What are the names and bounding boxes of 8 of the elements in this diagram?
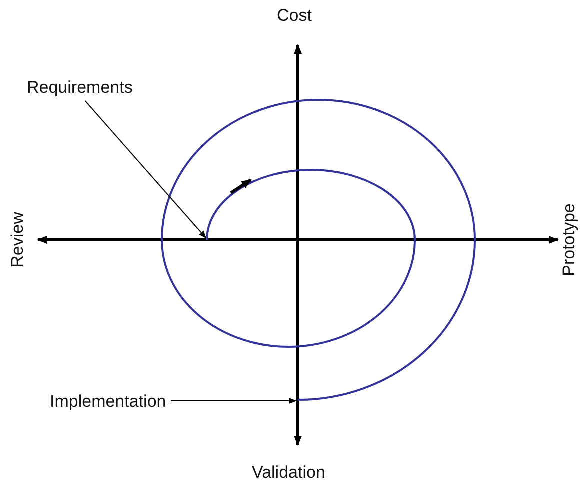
axis-label: Cost [277,6,312,26]
axis-label: Prototype [559,204,580,276]
leader-label: Implementation [50,392,166,412]
leader-label: Requirements [27,78,133,98]
leader-line [170,398,297,404]
axis-label: Review [8,212,28,268]
leader-line [84,100,207,239]
axis-label: Validation [252,463,326,483]
